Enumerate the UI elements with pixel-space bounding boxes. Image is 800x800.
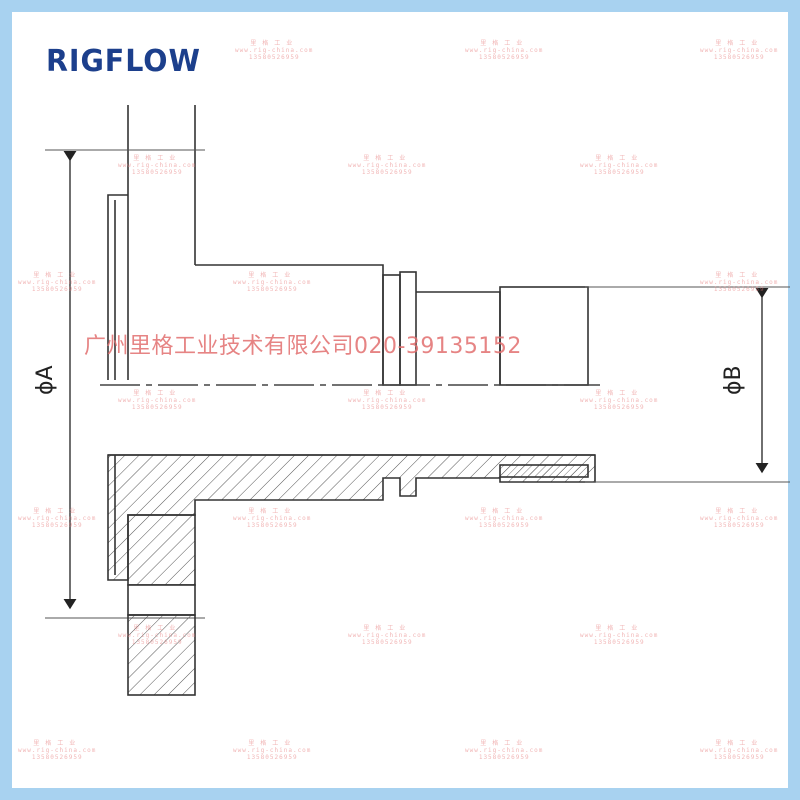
phi-a-label: ϕA bbox=[33, 365, 58, 395]
rigflow-logo: RIGFLOW bbox=[46, 44, 201, 79]
phi-b-label: ϕB bbox=[721, 365, 746, 395]
phi-b-extension-lines bbox=[585, 286, 790, 483]
section-view bbox=[107, 454, 596, 696]
watermark-company-text: 广州里格工业技术有限公司020-39135152 bbox=[84, 334, 522, 359]
